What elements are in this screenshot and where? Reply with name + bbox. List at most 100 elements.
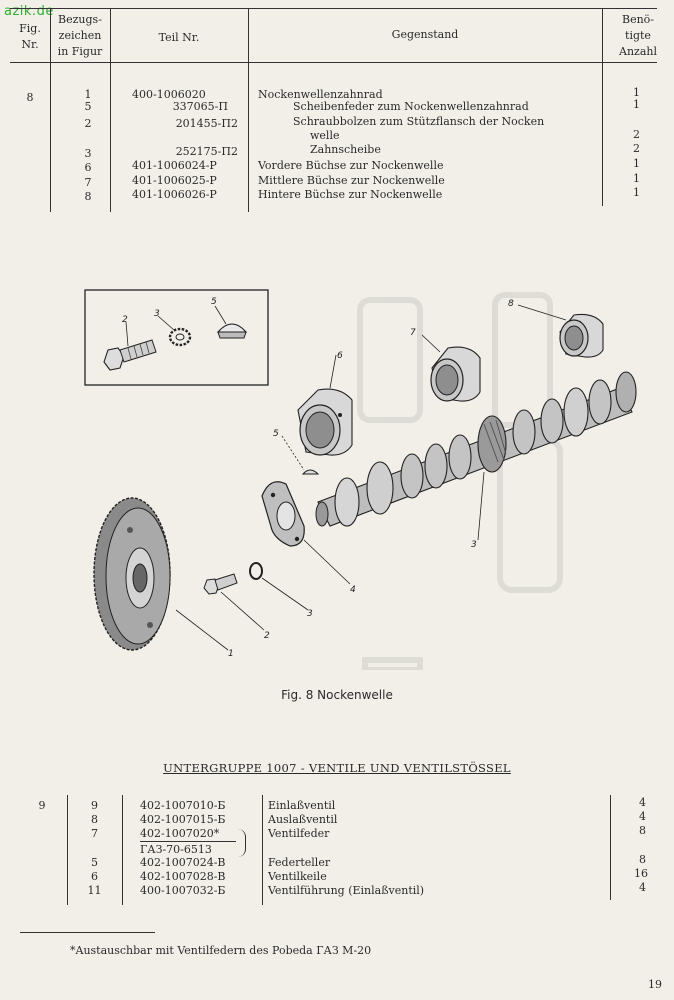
label-4: 4 [350, 585, 356, 595]
ref-cell: 7 [91, 827, 98, 840]
desc-cell: Vordere Büchse zur Nockenwelle [258, 159, 444, 172]
qty-cell: 16 [634, 867, 648, 880]
header-bez-line3: in Figur [57, 45, 103, 58]
desc-cell: Ventilkeile [268, 870, 327, 883]
col-divider [602, 8, 603, 206]
camshaft-icon: 3 [315, 371, 637, 550]
label-3-lower: 3 [307, 609, 313, 619]
ref-cell: 8 [84, 190, 92, 203]
part-cell: 402-1007028-В [140, 870, 226, 883]
desc-cell: Hintere Büchse zur Nockenwelle [258, 188, 443, 201]
qty-cell: 1 [633, 98, 640, 111]
col-divider [67, 795, 68, 905]
qty-cell: 1 [633, 157, 640, 170]
qty-cell: 4 [639, 796, 646, 809]
desc-cell: Nockenwellenzahnrad [258, 88, 383, 101]
header-bottom-rule [10, 62, 657, 63]
lower-washer-icon: 3 [249, 562, 313, 619]
col-divider [50, 8, 51, 212]
part-separator [140, 841, 236, 842]
ref-cell: 11 [87, 884, 102, 897]
ref-cell: 1 [84, 88, 92, 101]
header-fig-line2: Nr. [21, 38, 39, 51]
inset-label-3: 3 [154, 309, 160, 319]
header-bez-line1: Bezugs- [58, 13, 102, 26]
part-cell: 252175-П2 [175, 145, 238, 158]
part-cell-alternate: ГАЗ-70-6513 [140, 843, 212, 856]
col-divider [262, 795, 263, 905]
part-cell: 402-1007010-Б [140, 799, 226, 812]
part-cell: 401-1006024-P [132, 159, 217, 172]
part-cell: 402-1007024-В [140, 856, 226, 869]
ref-cell: 6 [84, 161, 92, 174]
col-divider [122, 795, 123, 905]
fig-number: 8 [26, 91, 34, 104]
qty-cell: 1 [633, 172, 640, 185]
part-cell: 201455-П2 [175, 117, 238, 130]
ref-cell: 5 [84, 100, 92, 113]
desc-cell: Ventilfeder [268, 827, 330, 840]
ref-cell: 8 [91, 813, 98, 826]
ref-cell: 9 [91, 799, 98, 812]
label-6: 6 [337, 351, 343, 361]
desc-cell: Federteller [268, 856, 331, 869]
part-cell: 401-1006025-P [132, 174, 217, 187]
label-7: 7 [410, 328, 416, 338]
thrust-flange-icon: 4 [261, 481, 356, 595]
desc-cell: Mittlere Büchse zur Nockenwelle [258, 174, 445, 187]
desc-cell: Schraubbolzen zum Stützflansch der Nocke… [293, 115, 545, 128]
ref-cell: 3 [84, 147, 92, 160]
part-cell: 337065-П [172, 100, 228, 113]
col-divider [610, 795, 611, 900]
desc-cell: Auslaßventil [268, 813, 338, 826]
label-5: 5 [273, 429, 279, 439]
header-top-rule [10, 8, 657, 9]
qty-cell: 2 [633, 128, 640, 141]
footnote: *Austauschbar mit Ventilfedern des Pobed… [70, 944, 372, 957]
ref-cell: 6 [91, 870, 98, 883]
fig-number: 9 [38, 799, 46, 812]
part-cell: 401-1006026-P [132, 188, 217, 201]
brace [238, 829, 246, 857]
part-cell: 400-1006020 [132, 88, 206, 101]
header-anz-line3: Anzahl [619, 45, 657, 58]
qty-cell: 8 [639, 853, 646, 866]
inset-label-2: 2 [122, 315, 128, 325]
label-1: 1 [228, 649, 234, 659]
part-cell: 402-1007020* [140, 827, 220, 840]
watermark: azik.de [4, 4, 54, 19]
lower-bolt-icon: 2 [203, 573, 270, 641]
footnote-rule [20, 932, 155, 933]
tooth-washer-icon [168, 327, 192, 347]
desc-cell: Zahnscheibe [310, 143, 381, 156]
rear-bushing-icon: 8 [508, 299, 604, 358]
inset-detail-box: 2 3 5 [84, 289, 269, 386]
inset-label-5: 5 [211, 297, 217, 307]
bolt-icon [103, 339, 157, 371]
col-divider [110, 8, 111, 212]
shaft-key-icon: 5 [273, 429, 320, 475]
header-anz-line2: tigte [625, 29, 651, 42]
part-cell: 402-1007015-Б [140, 813, 226, 826]
qty-cell: 1 [633, 86, 640, 99]
ref-cell: 2 [84, 117, 92, 130]
desc-cell: Einlaßventil [268, 799, 336, 812]
label-2-lower: 2 [264, 631, 270, 641]
desc-cell-continuation: welle [310, 129, 340, 142]
ref-cell: 5 [91, 856, 98, 869]
subgroup-title: UNTERGRUPPE 1007 - VENTILE UND VENTILSTÖ… [163, 761, 511, 775]
header-gegenstand: Gegenstand [391, 28, 459, 41]
col-divider [248, 8, 249, 212]
qty-cell: 8 [639, 824, 646, 837]
part-cell: 400-1007032-Б [140, 884, 226, 897]
header-fig-line1: Fig. [19, 22, 41, 35]
woodruff-key-icon [216, 323, 248, 339]
header-anz-line1: Benö- [621, 13, 655, 26]
header-teil-nr: Teil Nr. [158, 31, 200, 44]
header-bez-line2: zeichen [58, 29, 102, 42]
desc-cell: Scheibenfeder zum Nockenwellenzahnrad [293, 100, 529, 113]
qty-cell: 4 [639, 881, 646, 894]
middle-bushing-icon: 7 [410, 328, 481, 402]
label-8: 8 [508, 299, 514, 309]
qty-cell: 2 [633, 142, 640, 155]
